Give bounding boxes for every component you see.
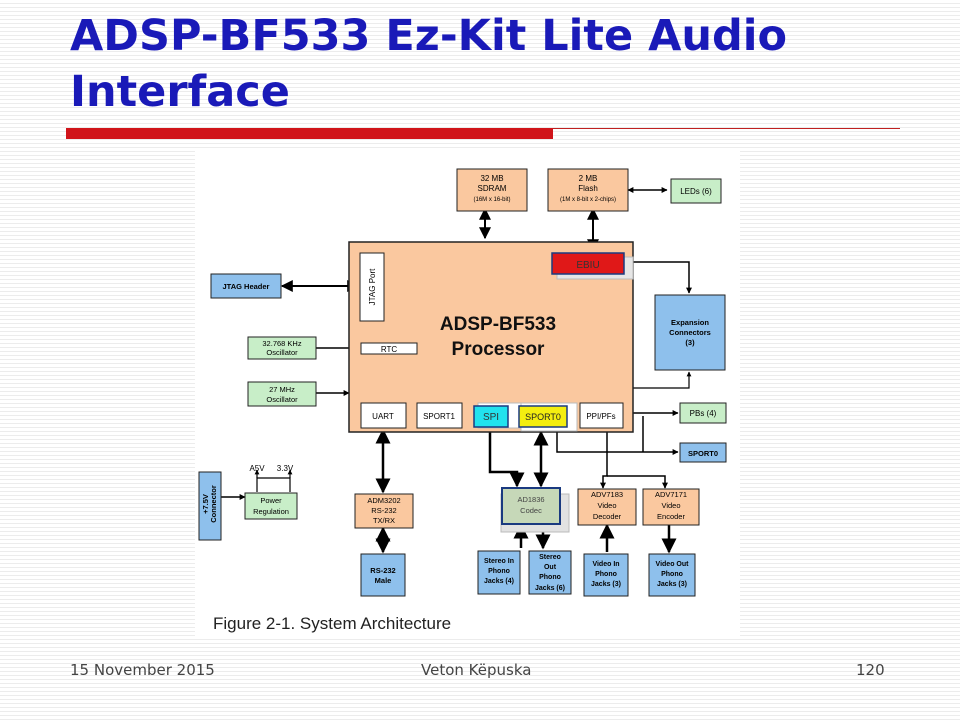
svg-text:SPORT1: SPORT1 — [423, 412, 455, 421]
svg-text:Video: Video — [597, 501, 616, 510]
svg-text:Video: Video — [661, 501, 680, 510]
footer-author: Veton Këpuska — [421, 661, 532, 679]
svg-text:LEDs (6): LEDs (6) — [680, 187, 712, 196]
svg-text:RTC: RTC — [381, 345, 398, 354]
slide-title: ADSP-BF533 Ez-Kit Lite Audio Interface — [70, 11, 788, 117]
expansion-connectors-block: Expansion Connectors (3) — [654, 294, 726, 371]
figure-caption: Figure 2-1. System Architecture — [213, 614, 451, 633]
power-connector-block: +7.5V Connector — [198, 471, 222, 541]
pbs-block: PBs (4) — [679, 402, 727, 424]
svg-text:RS-232: RS-232 — [370, 566, 395, 575]
processor-subtitle: Processor — [452, 339, 546, 360]
svg-text:32.768 KHz: 32.768 KHz — [262, 339, 301, 348]
svg-text:Jacks (4): Jacks (4) — [484, 578, 514, 585]
svg-text:Flash: Flash — [578, 184, 598, 193]
jtag-port-block: JTAG Port — [359, 252, 385, 322]
svg-text:Phono: Phono — [539, 574, 561, 581]
title-rule-thick — [66, 128, 553, 139]
svg-text:Phono: Phono — [661, 571, 683, 578]
svg-text:Oscillator: Oscillator — [266, 348, 298, 357]
svg-text:Expansion: Expansion — [671, 318, 709, 327]
svg-text:(16M x 16-bit): (16M x 16-bit) — [473, 197, 510, 203]
svg-text:Encoder: Encoder — [657, 512, 685, 521]
svg-text:Connector: Connector — [209, 485, 218, 523]
stereo-in-jacks-block: Stereo In Phono Jacks (4) — [477, 550, 521, 595]
svg-text:Male: Male — [375, 576, 392, 585]
svg-text:PBs (4): PBs (4) — [690, 409, 717, 418]
svg-text:32 MB: 32 MB — [480, 174, 503, 183]
svg-text:Out: Out — [544, 564, 557, 571]
system-architecture-figure: ADSP-BF533 Processor JTAG Port RTC UART … — [195, 150, 740, 638]
voltage-3v3-label: 3.3V — [277, 464, 294, 473]
svg-text:(1M x 8-bit x 2-chips): (1M x 8-bit x 2-chips) — [560, 197, 616, 203]
svg-text:Regulation: Regulation — [253, 507, 289, 516]
ad1836-codec-block: AD1836 Codec — [500, 487, 570, 533]
oscillator-32khz-block: 32.768 KHz Oscillator — [247, 336, 317, 360]
video-out-jacks-block: Video Out Phono Jacks (3) — [648, 553, 696, 597]
ppi-block: PPI/PFs — [579, 402, 624, 429]
svg-text:Connectors: Connectors — [669, 328, 711, 337]
svg-text:Jacks (6): Jacks (6) — [535, 585, 565, 592]
rs232-male-block: RS-232 Male — [360, 553, 406, 597]
sport1-block: SPORT1 — [416, 402, 463, 429]
spi-block: SPI — [473, 402, 524, 429]
svg-text:Decoder: Decoder — [593, 512, 622, 521]
sdram-block: 32 MB SDRAM (16M x 16-bit) — [456, 168, 528, 212]
svg-text:Jacks (3): Jacks (3) — [591, 581, 621, 588]
svg-text:Oscillator: Oscillator — [266, 395, 298, 404]
svg-text:PPI/PFs: PPI/PFs — [586, 412, 615, 421]
svg-text:Video In: Video In — [592, 561, 619, 568]
ebiu-block: EBIU — [551, 252, 634, 280]
rtc-block: RTC — [360, 342, 418, 355]
svg-text:Jacks (3): Jacks (3) — [657, 581, 687, 588]
svg-text:SPI: SPI — [483, 412, 499, 423]
svg-text:Stereo In: Stereo In — [484, 558, 514, 565]
uart-block: UART — [360, 402, 407, 429]
processor-name: ADSP-BF533 — [440, 314, 556, 335]
footer-date: 15 November 2015 — [70, 661, 215, 679]
adv7171-encoder-block: ADV7171 Video Encoder — [642, 488, 700, 526]
svg-text:SDRAM: SDRAM — [478, 184, 507, 193]
svg-text:Power: Power — [260, 496, 282, 505]
svg-text:Codec: Codec — [520, 506, 542, 515]
stereo-out-jacks-block: Stereo Out Phono Jacks (6) — [528, 550, 572, 595]
svg-text:(3): (3) — [685, 338, 695, 347]
svg-text:JTAG Header: JTAG Header — [223, 282, 270, 291]
svg-text:SPORT0: SPORT0 — [525, 412, 561, 422]
power-regulation-block: Power Regulation — [244, 492, 298, 520]
svg-text:SPORT0: SPORT0 — [688, 449, 718, 458]
flash-block: 2 MB Flash (1M x 8-bit x 2-chips) — [547, 168, 629, 212]
svg-text:AD1836: AD1836 — [517, 495, 544, 504]
svg-text:27 MHz: 27 MHz — [269, 385, 295, 394]
oscillator-27mhz-block: 27 MHz Oscillator — [247, 381, 317, 407]
leds-block: LEDs (6) — [670, 178, 722, 204]
slide-number: 120 — [856, 661, 885, 679]
system-architecture-diagram: ADSP-BF533 Processor JTAG Port RTC UART … — [198, 168, 727, 633]
svg-text:2 MB: 2 MB — [579, 174, 598, 183]
svg-text:RS-232: RS-232 — [371, 506, 396, 515]
svg-text:TX/RX: TX/RX — [373, 516, 395, 525]
svg-text:Stereo: Stereo — [539, 554, 561, 561]
adv7183-decoder-block: ADV7183 Video Decoder — [577, 488, 637, 526]
title-rule-thin — [553, 128, 900, 129]
jtag-header-block: JTAG Header — [210, 273, 282, 299]
svg-text:ADV7171: ADV7171 — [655, 490, 687, 499]
svg-text:ADM3202: ADM3202 — [367, 496, 400, 505]
svg-text:Phono: Phono — [595, 571, 617, 578]
sport0-block: SPORT0 — [518, 402, 578, 432]
video-in-jacks-block: Video In Phono Jacks (3) — [583, 553, 629, 597]
sport0-connector-block: SPORT0 — [679, 442, 727, 463]
svg-text:Phono: Phono — [488, 568, 510, 575]
voltage-5v-label: A5V — [249, 464, 265, 473]
svg-text:Video Out: Video Out — [656, 561, 690, 568]
svg-text:ADV7183: ADV7183 — [591, 490, 623, 499]
svg-text:JTAG Port: JTAG Port — [368, 268, 377, 306]
svg-text:EBIU: EBIU — [576, 260, 599, 271]
svg-text:+7.5V: +7.5V — [201, 494, 210, 514]
svg-text:UART: UART — [372, 412, 394, 421]
adm3202-block: ADM3202 RS-232 TX/RX — [354, 493, 414, 529]
